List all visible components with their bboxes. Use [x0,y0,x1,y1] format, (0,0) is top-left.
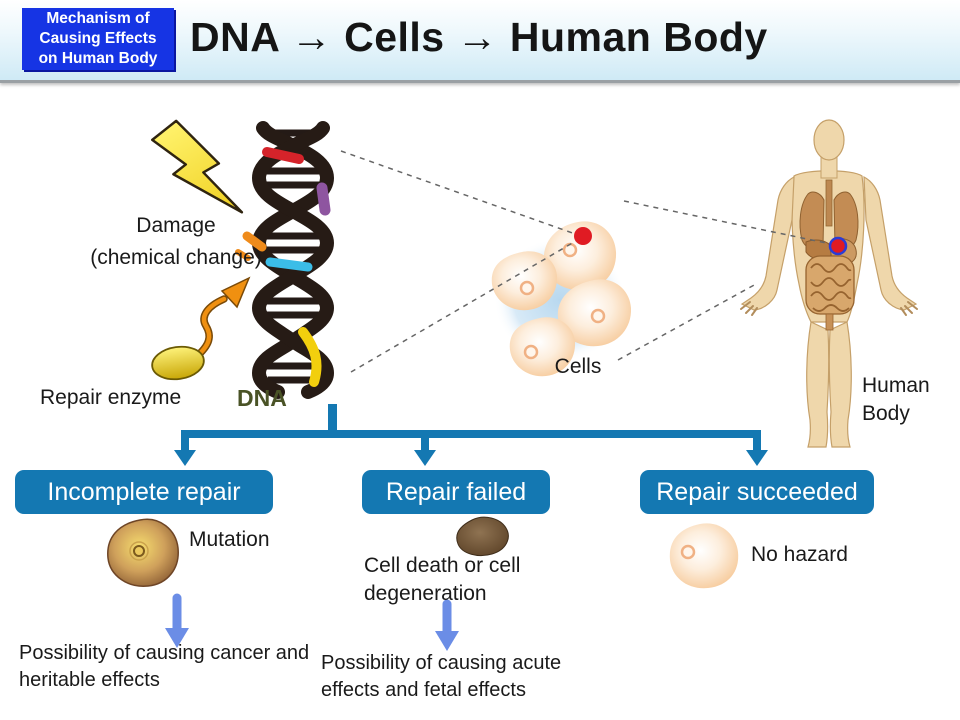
down-arrow-icon-left [165,593,189,648]
branch-box-repair-succeeded: Repair succeeded [640,470,874,514]
cell-death-label: Cell death or cell degeneration [364,554,521,605]
branch-box-incomplete-repair: Incomplete repair [15,470,273,514]
mutation-label: Mutation [189,528,270,551]
body-red-dot-marker [828,236,848,256]
damage-label-line2: (chemical change) [90,246,262,269]
repair-enzyme-illustration [151,276,251,381]
human-body-label-line2: Body [862,402,910,425]
branch-box-repair-failed: Repair failed [362,470,550,514]
cells-label: Cells [554,355,602,378]
cells-red-dot-marker [574,227,592,245]
down-arrow-icon-middle [435,599,459,651]
outcome-acute-fetal: Possibility of causing acute effects and… [321,652,562,701]
healthy-cell-illustration [669,523,739,589]
lightning-bolt-icon [151,119,244,214]
badge-line-1: Mechanism of [46,10,150,27]
repair-enzyme-label: Repair enzyme [40,386,182,409]
badge-line-3: on Human Body [38,50,158,67]
branch-connector [174,404,768,466]
header-badge: Mechanism of Causing Effects on Human Bo… [22,8,174,70]
mutation-cell-illustration [107,518,179,587]
no-hazard-label: No hazard [751,543,848,566]
human-body-label-line1: Human [862,374,930,397]
badge-line-2: Causing Effects [39,30,157,47]
page-title: DNA → Cells → Human Body [190,14,768,60]
dna-helix-illustration [235,121,335,399]
dna-label: DNA [237,385,287,411]
cells-illustration [491,221,632,377]
dead-cell-illustration [456,516,509,557]
internal-organs [799,179,859,331]
damage-label-line1: Damage [136,214,216,237]
outcome-cancer-heritable: Possibility of causing cancer and herita… [19,642,310,691]
magnify-dashed-lines [340,150,837,373]
